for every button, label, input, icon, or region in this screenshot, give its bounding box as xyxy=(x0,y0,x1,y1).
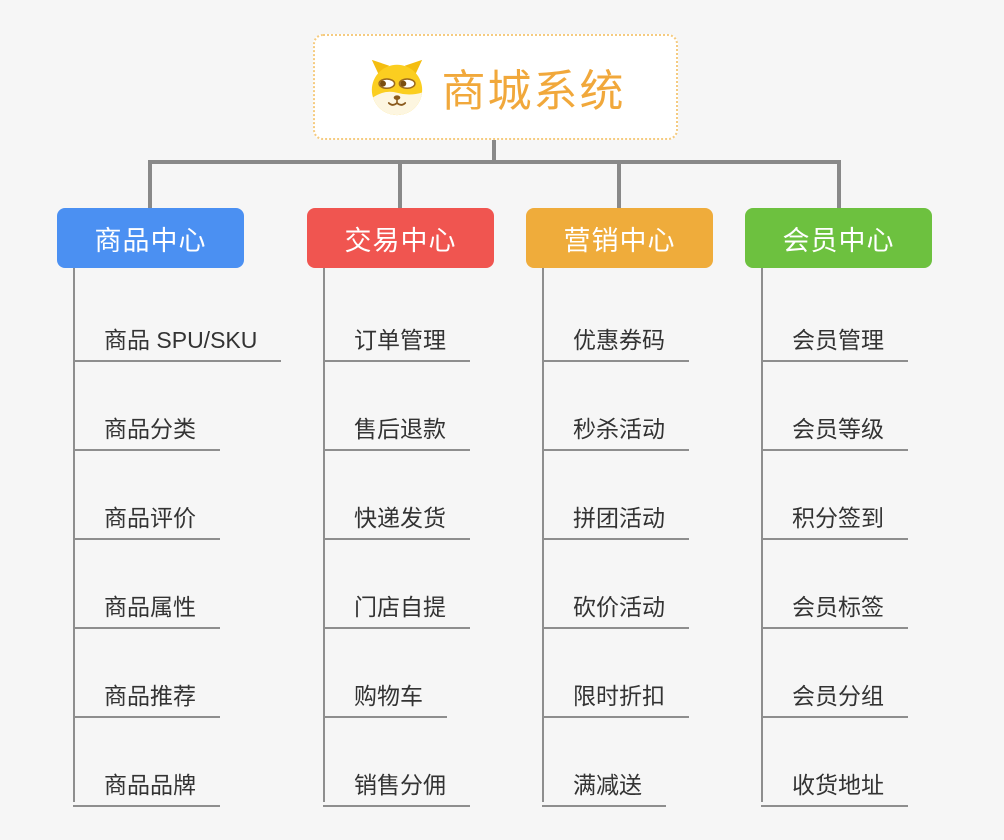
child-topic[interactable]: 商品分类 xyxy=(73,400,220,451)
connector-branch-drop xyxy=(837,160,841,208)
child-topic[interactable]: 商品 SPU/SKU xyxy=(73,311,282,362)
connector-branch-drop xyxy=(617,160,621,208)
branch-spine xyxy=(542,268,544,802)
child-topic[interactable]: 快递发货 xyxy=(323,489,470,540)
child-topic[interactable]: 会员标签 xyxy=(761,578,908,629)
child-topic[interactable]: 订单管理 xyxy=(323,311,470,362)
child-topic[interactable]: 收货地址 xyxy=(761,756,908,807)
child-topic[interactable]: 会员管理 xyxy=(761,311,908,362)
child-topic[interactable]: 门店自提 xyxy=(323,578,470,629)
child-topic[interactable]: 砍价活动 xyxy=(542,578,689,629)
connector-branch-drop xyxy=(148,160,152,208)
child-topic[interactable]: 拼团活动 xyxy=(542,489,689,540)
branch-topic-product-center[interactable]: 商品中心 xyxy=(57,208,244,268)
connector-rail xyxy=(148,160,841,164)
child-topic[interactable]: 售后退款 xyxy=(323,400,470,451)
child-topic[interactable]: 会员分组 xyxy=(761,667,908,718)
branch-spine xyxy=(73,268,75,802)
child-topic[interactable]: 优惠券码 xyxy=(542,311,689,362)
branch-topic-member-center[interactable]: 会员中心 xyxy=(745,208,932,268)
child-topic[interactable]: 会员等级 xyxy=(761,400,908,451)
branch-topic-marketing-center[interactable]: 营销中心 xyxy=(526,208,713,268)
child-topic[interactable]: 限时折扣 xyxy=(542,667,689,718)
branch-spine xyxy=(761,268,763,802)
dog-face-icon xyxy=(371,59,422,116)
child-topic[interactable]: 秒杀活动 xyxy=(542,400,689,451)
child-topic[interactable]: 积分签到 xyxy=(761,489,908,540)
connector-branch-drop xyxy=(398,160,402,208)
child-topic[interactable]: 商品推荐 xyxy=(73,667,220,718)
child-topic[interactable]: 商品评价 xyxy=(73,489,220,540)
root-topic-title: 商城系统 xyxy=(441,67,626,116)
child-topic[interactable]: 商品属性 xyxy=(73,578,220,629)
child-topic[interactable]: 购物车 xyxy=(323,667,447,718)
child-topic[interactable]: 销售分佣 xyxy=(323,756,470,807)
root-topic[interactable]: 商城系统 xyxy=(313,34,678,140)
branch-topic-trade-center[interactable]: 交易中心 xyxy=(307,208,494,268)
connector-root-drop xyxy=(492,140,496,164)
branch-spine xyxy=(323,268,325,802)
child-topic[interactable]: 满减送 xyxy=(542,756,666,807)
child-topic[interactable]: 商品品牌 xyxy=(73,756,220,807)
